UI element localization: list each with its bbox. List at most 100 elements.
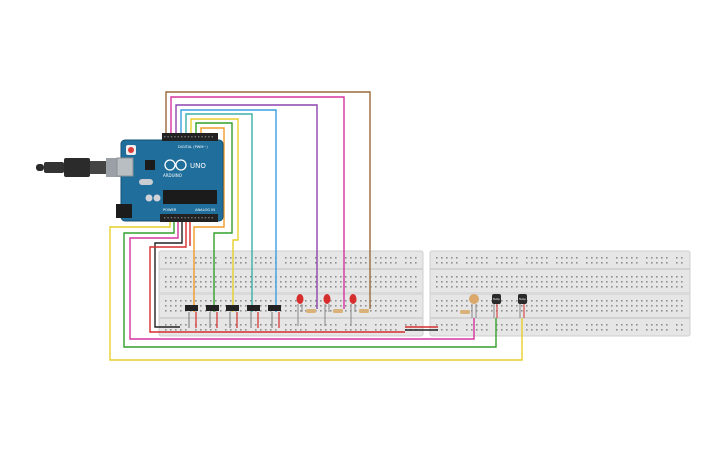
breadboard-hole xyxy=(170,281,172,283)
breadboard-hole xyxy=(451,305,453,307)
breadboard-hole xyxy=(180,310,182,312)
push-button-4[interactable] xyxy=(247,305,260,311)
breadboard-hole xyxy=(320,262,322,264)
breadboard-hole xyxy=(526,324,528,326)
breadboard-hole xyxy=(486,324,488,326)
breadboard-hole xyxy=(205,276,207,278)
breadboard-hole xyxy=(491,281,493,283)
breadboard-hole xyxy=(676,300,678,302)
breadboard-hole xyxy=(365,262,367,264)
breadboard-hole xyxy=(516,324,518,326)
header-pin xyxy=(174,217,176,219)
breadboard-hole xyxy=(235,262,237,264)
breadboard-hole xyxy=(611,300,613,302)
header-pin xyxy=(170,217,173,219)
breadboard-hole xyxy=(225,262,227,264)
push-button-5[interactable] xyxy=(268,305,281,311)
breadboard-hole xyxy=(551,286,553,288)
breadboard-hole xyxy=(441,262,443,264)
breadboard-left[interactable] xyxy=(158,250,424,337)
breadboard-hole xyxy=(681,310,683,312)
breadboard-hole xyxy=(370,286,372,288)
temp-sensor-2[interactable]: Temp xyxy=(518,294,527,318)
breadboard-hole xyxy=(601,281,603,283)
breadboard-hole xyxy=(295,310,297,312)
breadboard-hole xyxy=(235,329,237,331)
breadboard-hole xyxy=(365,329,367,331)
breadboard-hole xyxy=(606,324,608,326)
breadboard-hole xyxy=(345,262,347,264)
breadboard-hole xyxy=(375,310,377,312)
breadboard-hole xyxy=(165,262,167,264)
breadboard-hole xyxy=(365,286,367,288)
header-pin xyxy=(194,217,196,219)
breadboard-hole xyxy=(320,281,322,283)
breadboard-hole xyxy=(646,262,648,264)
breadboard-hole xyxy=(466,281,468,283)
breadboard-hole xyxy=(516,286,518,288)
push-button-2[interactable] xyxy=(206,305,219,311)
breadboard-hole xyxy=(185,257,187,259)
breadboard-hole xyxy=(466,257,468,259)
breadboard-hole xyxy=(270,286,272,288)
breadboard-hole xyxy=(175,281,177,283)
breadboard-hole xyxy=(546,305,548,307)
breadboard-hole xyxy=(531,286,533,288)
breadboard-hole xyxy=(350,262,352,264)
breadboard-hole xyxy=(175,305,177,307)
breadboard-hole xyxy=(295,257,297,259)
breadboard-hole xyxy=(641,305,643,307)
breadboard-hole xyxy=(636,300,638,302)
breadboard-hole xyxy=(280,276,282,278)
breadboard-hole xyxy=(461,281,463,283)
breadboard-hole xyxy=(456,281,458,283)
led-2[interactable] xyxy=(323,294,331,326)
temp-sensor-1[interactable]: Temp xyxy=(492,294,501,318)
breadboard-hole xyxy=(395,276,397,278)
breadboard-hole xyxy=(220,310,222,312)
breadboard-hole xyxy=(566,305,568,307)
breadboard-hole xyxy=(511,257,513,259)
led-1[interactable] xyxy=(296,294,304,326)
breadboard-hole xyxy=(626,324,628,326)
breadboard-hole xyxy=(531,324,533,326)
breadboard-hole xyxy=(175,276,177,278)
breadboard-hole xyxy=(410,286,412,288)
arduino-board[interactable]: UNO ARDUINO DIGITAL (PWM~) POWER ANALOG … xyxy=(116,133,224,222)
breadboard-hole xyxy=(260,324,262,326)
wires xyxy=(109,91,523,361)
breadboard-hole xyxy=(180,286,182,288)
breadboard-hole xyxy=(165,305,167,307)
header-pin xyxy=(211,217,213,219)
header-pin xyxy=(191,217,193,219)
led-3[interactable] xyxy=(349,294,357,326)
breadboard-hole xyxy=(195,257,197,259)
breadboard-hole xyxy=(651,257,653,259)
breadboard-hole xyxy=(305,286,307,288)
breadboard-hole xyxy=(526,281,528,283)
header-pin xyxy=(204,136,207,138)
header-pin xyxy=(187,136,190,138)
breadboard-hole xyxy=(260,281,262,283)
breadboard-hole xyxy=(165,310,167,312)
breadboard-hole xyxy=(385,281,387,283)
photoresistor[interactable] xyxy=(460,294,479,318)
breadboard-hole xyxy=(395,262,397,264)
breadboard-hole xyxy=(410,324,412,326)
breadboard-hole xyxy=(511,310,513,312)
breadboard-hole xyxy=(380,262,382,264)
breadboard-hole xyxy=(556,262,558,264)
breadboard-hole xyxy=(551,310,553,312)
header-pin xyxy=(164,136,166,138)
push-button-1[interactable] xyxy=(185,305,198,311)
breadboard-hole xyxy=(225,329,227,331)
breadboard-hole xyxy=(631,276,633,278)
breadboard-hole xyxy=(375,286,377,288)
push-button-3[interactable] xyxy=(226,305,239,311)
breadboard-hole xyxy=(255,329,257,331)
breadboard-hole xyxy=(526,257,528,259)
breadboard-hole xyxy=(175,262,177,264)
breadboard-hole xyxy=(355,310,357,312)
temp-sensor-2-label: Temp xyxy=(519,297,526,301)
breadboard-right[interactable] xyxy=(429,250,691,337)
